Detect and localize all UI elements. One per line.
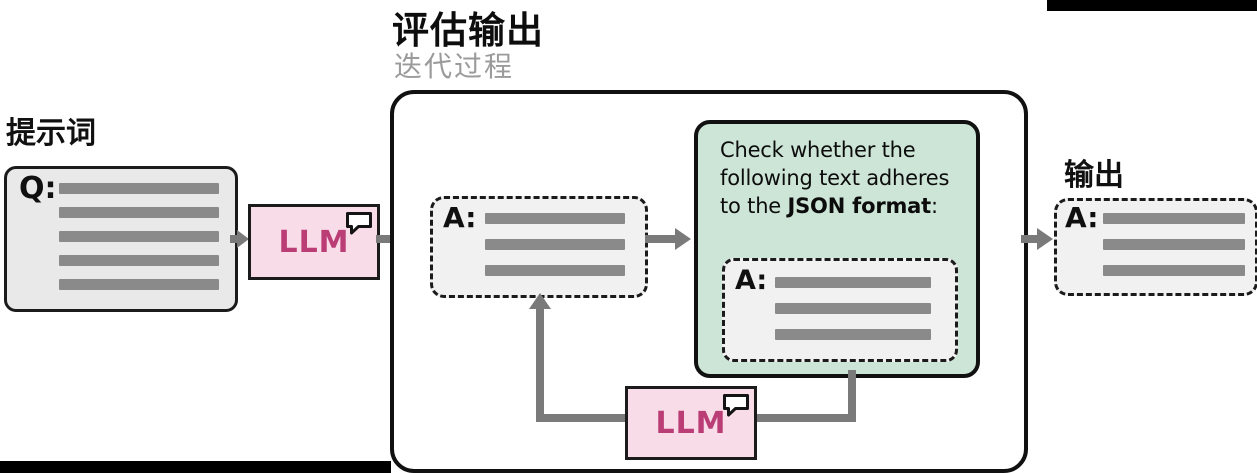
- text-line: [485, 265, 625, 276]
- check-text-segment: :: [931, 194, 938, 218]
- check-text-line: to the JSON format:: [720, 192, 970, 220]
- check-answer-box: A:: [722, 258, 958, 362]
- arrow-right-icon: [1037, 228, 1053, 250]
- diagram-title: 评估输出: [392, 9, 544, 52]
- check-text-segment: following text adheres: [720, 166, 950, 190]
- output-label: 输出: [1064, 158, 1124, 193]
- check-text-emphasis: JSON format: [787, 194, 932, 218]
- text-line: [775, 329, 931, 340]
- text-line: [59, 207, 219, 218]
- arrow-up-icon: [529, 293, 551, 309]
- text-line: [59, 183, 219, 194]
- text-line: [59, 279, 219, 290]
- output-box: A:: [1054, 198, 1257, 296]
- answer-prefix: A:: [443, 201, 477, 234]
- connector-answer-to-check: [645, 235, 677, 243]
- speech-bubble-icon: [722, 393, 750, 417]
- check-instruction: Check whether the following text adheres…: [720, 136, 970, 220]
- connector-to-output: [1021, 235, 1039, 243]
- text-line: [775, 277, 931, 288]
- output-prefix: A:: [1065, 201, 1099, 234]
- llm-bottom-label: LLM: [655, 405, 727, 441]
- prompt-prefix: Q:: [19, 171, 57, 206]
- answer-box: A:: [430, 196, 648, 298]
- text-line: [1103, 239, 1245, 250]
- speech-bubble-icon: [345, 211, 373, 235]
- check-text-line: following text adheres: [720, 164, 970, 192]
- check-text-segment: Check whether the: [720, 138, 916, 162]
- arrow-right-icon: [237, 230, 249, 248]
- llm-top-label: LLM: [278, 224, 350, 260]
- text-line: [485, 213, 625, 224]
- connector-feedback-vertical: [536, 307, 544, 422]
- text-line: [485, 239, 625, 250]
- llm-top-box: LLM: [248, 204, 380, 280]
- connector-prompt-to-llm: [230, 235, 240, 243]
- text-line: [1103, 265, 1245, 276]
- check-answer-prefix: A:: [735, 265, 768, 296]
- llm-bottom-box: LLM: [625, 386, 757, 460]
- connector-feedback-horizontal: [536, 414, 625, 422]
- text-line: [59, 231, 219, 242]
- artifact-bar-bottom: [0, 461, 391, 473]
- connector-check-to-llm-bottom: [751, 414, 852, 422]
- text-line: [59, 255, 219, 266]
- diagram-subtitle: 迭代过程: [394, 50, 515, 83]
- prompt-box: Q:: [4, 166, 238, 312]
- connector-check-down: [848, 370, 856, 422]
- check-text-segment: to the: [720, 194, 788, 218]
- text-line: [1103, 213, 1245, 224]
- text-line: [775, 303, 931, 314]
- arrow-right-icon: [675, 228, 691, 250]
- check-text-line: Check whether the: [720, 136, 970, 164]
- check-box: Check whether the following text adheres…: [694, 120, 980, 378]
- prompt-label: 提示词: [6, 116, 96, 151]
- artifact-bar-top: [1047, 0, 1257, 11]
